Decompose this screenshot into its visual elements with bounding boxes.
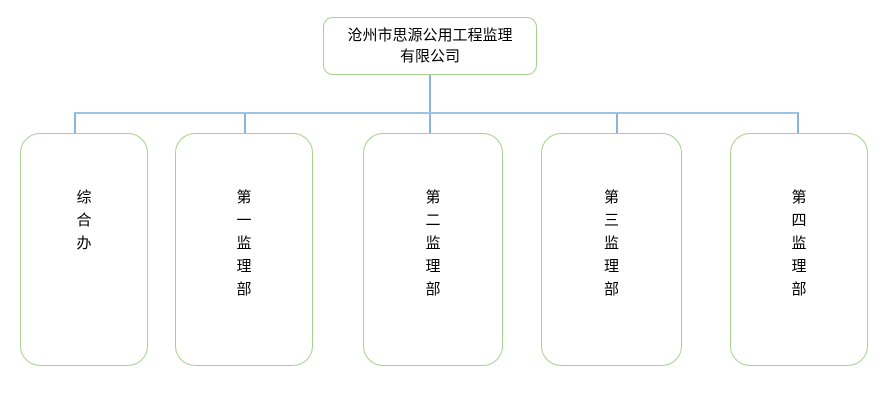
- dept-label: 第 一 监 理 部: [236, 188, 252, 298]
- dept-label: 第 三 监 理 部: [603, 188, 619, 298]
- org-node-supervision-dept-1[interactable]: 第 一 监 理 部: [175, 133, 313, 366]
- org-node-general-office[interactable]: 综 合 办: [20, 133, 148, 366]
- connector-stub-dept-1: [74, 113, 76, 134]
- connector-stub-dept-3: [429, 113, 431, 135]
- dept-label: 第 四 监 理 部: [791, 188, 807, 298]
- connector-horizontal-bus: [74, 112, 799, 114]
- company-name-line-2: 有限公司: [399, 47, 460, 65]
- dept-label: 第 二 监 理 部: [425, 188, 441, 298]
- org-node-supervision-dept-4[interactable]: 第 四 监 理 部: [730, 133, 868, 366]
- org-node-supervision-dept-2[interactable]: 第 二 监 理 部: [363, 133, 503, 366]
- connector-stub-dept-5: [797, 113, 799, 135]
- company-name-line-1: 沧州市思源公用工程监理: [347, 26, 513, 44]
- connector-stub-dept-2: [244, 113, 246, 134]
- dept-label: 综 合 办: [76, 188, 92, 252]
- connector-stub-dept-4: [616, 113, 618, 135]
- connector-root-drop: [429, 75, 431, 114]
- org-node-supervision-dept-3[interactable]: 第 三 监 理 部: [541, 133, 682, 366]
- org-node-company[interactable]: 沧州市思源公用工程监理 有限公司: [323, 17, 537, 75]
